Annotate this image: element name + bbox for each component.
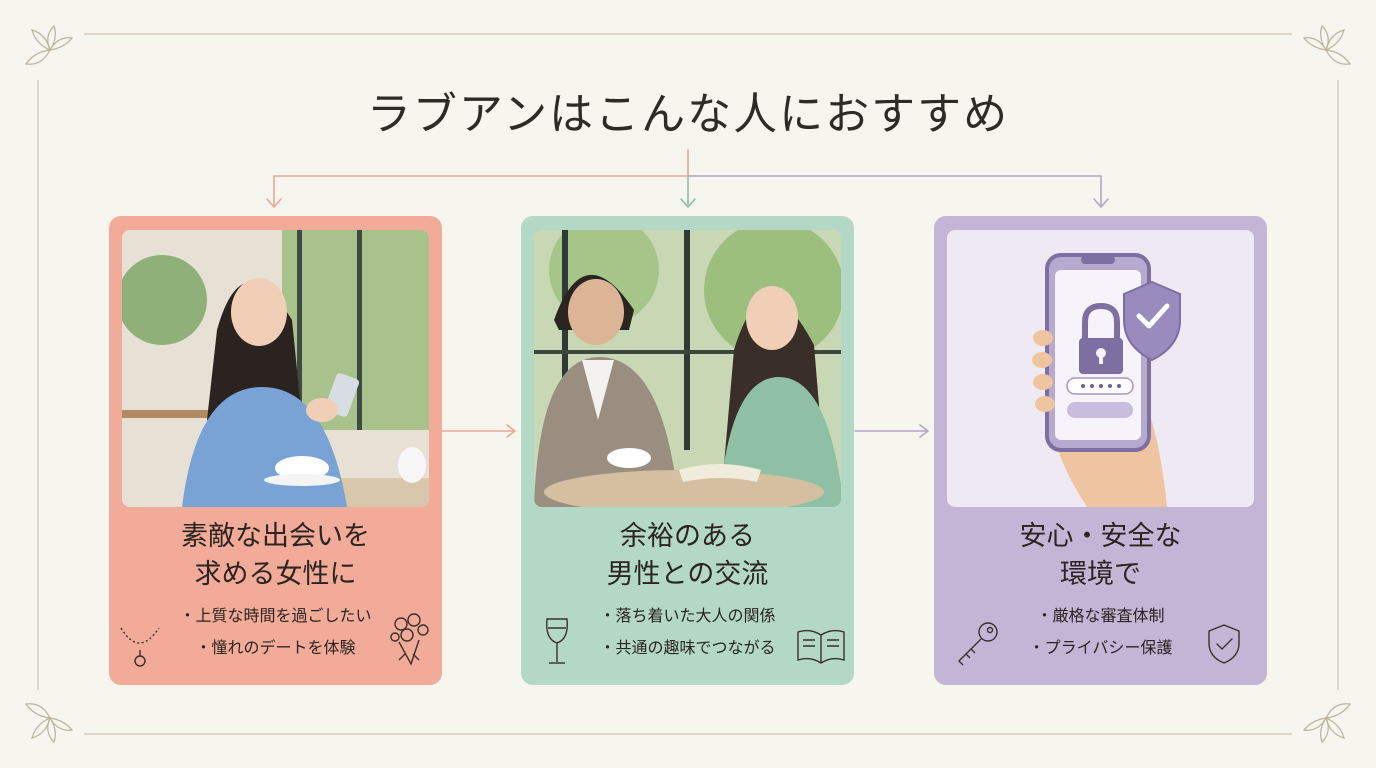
arrowhead-card-2 xyxy=(680,198,696,208)
corner-leaf-ornament-bottom-left xyxy=(24,703,74,744)
couple-conversation-photo xyxy=(534,230,841,507)
card-safety: 安心・安全な 環境で 厳格な審査体制 プライバシー保護 xyxy=(934,216,1267,685)
card-heading: 素敵な出会いを 求める女性に xyxy=(181,521,370,590)
bullet-list: 落ち着いた大人の関係 共通の趣味でつながる xyxy=(521,600,854,664)
open-book-icon xyxy=(797,629,845,664)
bullet-list: 厳格な審査体制 プライバシー保護 xyxy=(934,600,1267,664)
list-item: 厳格な審査体制 xyxy=(934,600,1267,632)
page-title: ラブアンはこんな人におすすめ xyxy=(366,89,1010,140)
arrowhead-card-3 xyxy=(1093,198,1109,208)
list-item: 憧れのデートを体験 xyxy=(109,632,442,664)
necklace-icon xyxy=(120,627,160,667)
list-item: 上質な時間を過ごしたい xyxy=(109,600,442,632)
card-man: 余裕のある 男性との交流 落ち着いた大人の関係 共通の趣味でつながる xyxy=(521,216,854,685)
wine-glass-icon xyxy=(546,618,568,664)
list-item: プライバシー保護 xyxy=(934,632,1267,664)
shield-check-icon xyxy=(1208,624,1240,664)
arrowhead-card-1 xyxy=(266,198,282,208)
key-icon xyxy=(958,622,998,666)
woman-with-smartphone-photo xyxy=(122,230,429,507)
arrowhead-card-1-to-2 xyxy=(506,424,516,438)
bullet-list: 上質な時間を過ごしたい 憧れのデートを体験 xyxy=(109,600,442,664)
corner-leaf-ornament-bottom-right xyxy=(1302,703,1352,744)
card-heading: 安心・安全な 環境で xyxy=(1019,521,1182,590)
corner-leaf-ornament-top-left xyxy=(24,24,74,65)
connector-to-card-3 xyxy=(687,175,1102,207)
arrowhead-card-2-to-3 xyxy=(919,424,929,438)
corner-leaf-ornament-top-right xyxy=(1302,24,1352,65)
card-heading: 余裕のある 男性との交流 xyxy=(606,521,769,590)
bouquet-icon xyxy=(390,613,429,666)
list-item: 落ち着いた大人の関係 xyxy=(521,600,854,632)
list-item: 共通の趣味でつながる xyxy=(521,632,854,664)
card-woman: 素敵な出会いを 求める女性に 上質な時間を過ごしたい 憧れのデートを体験 xyxy=(109,216,442,685)
secure-phone-illustration xyxy=(947,230,1254,507)
connector-to-card-1 xyxy=(273,175,689,207)
